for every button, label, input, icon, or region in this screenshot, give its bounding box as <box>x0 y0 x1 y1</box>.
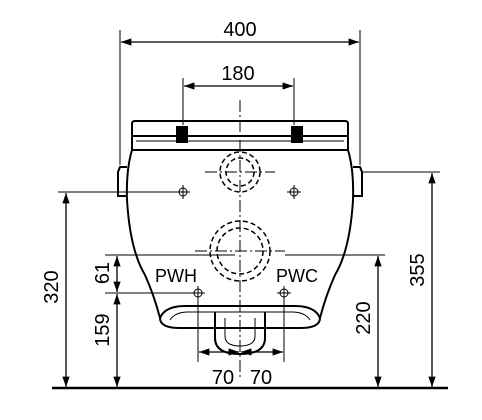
dim-label-70-right: 70 <box>250 367 272 389</box>
dim-label-400: 400 <box>223 19 256 41</box>
center-lines <box>195 100 285 380</box>
dim-label-220: 220 <box>353 301 375 334</box>
dim-label-159: 159 <box>92 313 114 346</box>
dim-label-355: 355 <box>407 253 429 286</box>
mounting-holes <box>176 185 301 300</box>
dimension-lines <box>62 38 436 387</box>
extension-lines <box>58 30 440 362</box>
dim-label-180: 180 <box>221 63 254 85</box>
dim-label-70-left: 70 <box>212 367 234 389</box>
cold-water-label: PWC <box>276 266 318 286</box>
dim-label-320: 320 <box>41 270 63 303</box>
hot-water-label: PWH <box>155 266 197 286</box>
dim-label-61: 61 <box>92 262 114 284</box>
